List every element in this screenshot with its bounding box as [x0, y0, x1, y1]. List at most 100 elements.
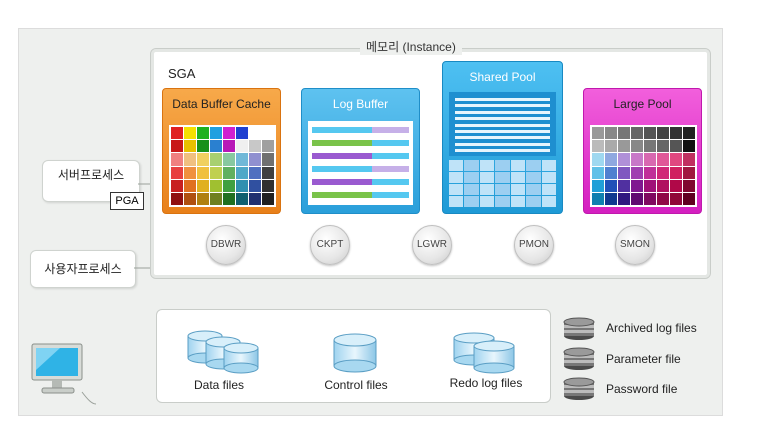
password-file-icon [563, 377, 595, 400]
buffer-block [262, 179, 274, 192]
large-pool-block [631, 153, 643, 166]
parameter-file-label: Parameter file [606, 352, 681, 366]
archived-log-files-label: Archived log files [606, 321, 697, 335]
log-entry [312, 192, 409, 198]
large-pool-block [592, 127, 604, 140]
dictionary-cache-block [495, 160, 510, 171]
large-pool-block [657, 192, 669, 205]
buffer-block [210, 179, 222, 192]
buffer-block [236, 140, 248, 153]
buffer-block [184, 192, 196, 205]
library-cache-line [455, 136, 550, 140]
buffer-block [184, 166, 196, 179]
buffer-block [249, 140, 261, 153]
dictionary-cache-block [541, 184, 556, 195]
dictionary-cache-block [449, 160, 464, 171]
large-pool-block [605, 153, 617, 166]
large-pool-block [683, 140, 695, 153]
sga-label: SGA [168, 66, 196, 81]
dictionary-cache-block [449, 184, 464, 195]
buffer-block [223, 153, 235, 166]
large-pool-block [605, 140, 617, 153]
buffer-block [249, 127, 261, 140]
large-pool-block [605, 179, 617, 192]
buffer-block [262, 153, 274, 166]
control-files-label: Control files [324, 378, 388, 392]
instance-title: 메모리 (Instance) [360, 38, 462, 55]
log-entry [312, 153, 409, 159]
dictionary-cache-block [464, 184, 479, 195]
large-pool-block [605, 192, 617, 205]
data-buffer-cache-blocks [169, 125, 276, 207]
dictionary-cache-block [526, 196, 541, 207]
process-lgwr: LGWR [412, 225, 452, 265]
buffer-block [197, 192, 209, 205]
data-buffer-cache: Data Buffer Cache [162, 88, 281, 214]
large-pool-block [618, 153, 630, 166]
buffer-block [262, 192, 274, 205]
large-pool-block [670, 179, 682, 192]
large-pool-block [644, 127, 656, 140]
buffer-block [184, 140, 196, 153]
data-buffer-cache-label: Data Buffer Cache [172, 97, 271, 111]
log-buffer: Log Buffer [301, 88, 420, 214]
process-smon: SMON [615, 225, 655, 265]
log-entry [312, 140, 409, 146]
log-entry [312, 166, 409, 172]
dictionary-cache-block [510, 172, 526, 183]
buffer-block [184, 179, 196, 192]
data-files-icon [187, 330, 259, 374]
large-pool-block [592, 192, 604, 205]
buffer-block [236, 166, 248, 179]
large-pool-block [670, 153, 682, 166]
buffer-block [210, 140, 222, 153]
buffer-block [262, 166, 274, 179]
large-pool-block [683, 179, 695, 192]
shared-pool-dictionary-cache [449, 160, 556, 207]
buffer-block [249, 179, 261, 192]
buffer-block [184, 127, 196, 140]
process-dbwr: DBWR [206, 225, 246, 265]
large-pool-block [683, 192, 695, 205]
buffer-block [197, 153, 209, 166]
buffer-block [197, 179, 209, 192]
redo-log-files-icon [453, 332, 515, 374]
large-pool-block [605, 166, 617, 179]
log-buffer-label: Log Buffer [332, 97, 389, 111]
buffer-block [197, 166, 209, 179]
buffer-block [223, 179, 235, 192]
pga-box: PGA [110, 192, 144, 210]
dictionary-cache-block [526, 172, 541, 183]
dictionary-cache-block [526, 184, 541, 195]
large-pool-block [631, 192, 643, 205]
large-pool-block [631, 140, 643, 153]
buffer-block [171, 192, 183, 205]
library-cache-line [455, 149, 550, 153]
dictionary-cache-block [541, 172, 556, 183]
large-pool-block [644, 179, 656, 192]
dictionary-cache-block [464, 196, 479, 207]
large-pool-block [683, 153, 695, 166]
parameter-file-icon [563, 347, 595, 370]
buffer-block [171, 166, 183, 179]
buffer-block [171, 127, 183, 140]
buffer-block [210, 127, 222, 140]
library-cache-line [455, 117, 550, 121]
large-pool-block [657, 140, 669, 153]
buffer-block [210, 166, 222, 179]
shared-pool-library-cache [449, 92, 556, 156]
dictionary-cache-block [479, 172, 495, 183]
user-process-box: 사용자프로세스 [30, 250, 136, 288]
buffer-block [197, 140, 209, 153]
buffer-block [223, 192, 235, 205]
dictionary-cache-block [510, 160, 526, 171]
shared-pool-label: Shared Pool [469, 70, 536, 84]
large-pool-block [618, 179, 630, 192]
log-buffer-entries [308, 121, 413, 205]
dictionary-cache-block [495, 196, 510, 207]
archived-log-files-icon [563, 317, 595, 340]
large-pool-block [618, 140, 630, 153]
buffer-block [210, 192, 222, 205]
large-pool-block [670, 140, 682, 153]
